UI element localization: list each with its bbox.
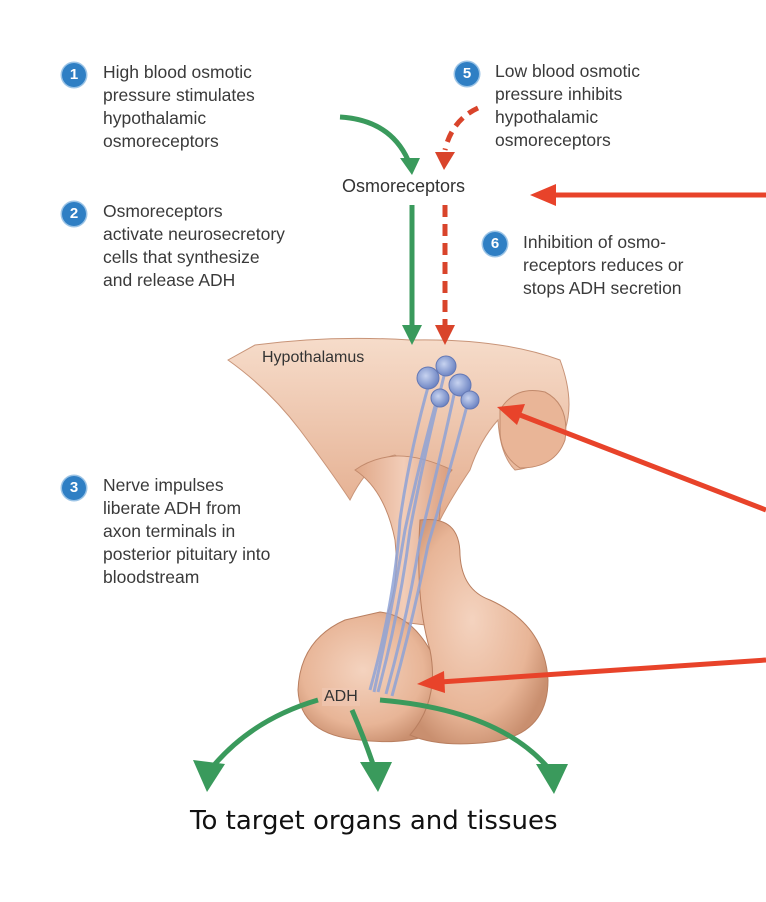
step-5-badge: 5 [455, 62, 479, 86]
pointer-arrowhead-osmoreceptors [530, 184, 556, 206]
stimulate-arrows [193, 114, 568, 794]
anatomy [227, 337, 570, 745]
neurosecretory-cells [416, 355, 480, 410]
step1-arrow [339, 114, 411, 162]
pointer-arrows [417, 184, 766, 693]
anterior-pituitary [409, 518, 549, 745]
step-6-badge: 6 [483, 232, 507, 256]
output-arrow-left [208, 697, 319, 772]
pointer-arrow-hypothalamus [519, 412, 766, 513]
adh-label: ADH [322, 688, 360, 706]
step-6-text: Inhibition of osmo- receptors reduces or… [523, 232, 684, 298]
step-2-badge: 2 [62, 202, 86, 226]
pointer-arrowhead-hypothalamus [497, 404, 525, 425]
step1-arrowhead [400, 158, 420, 175]
output-arrowhead-left [193, 760, 225, 792]
step5-arrowhead [435, 152, 455, 170]
step-3-badge: 3 [62, 476, 86, 500]
pointer-arrow-pituitary [439, 657, 766, 685]
step5-arrow [442, 105, 480, 151]
step-2-text: Osmoreceptors activate neurosecretory ce… [103, 201, 285, 290]
pointer-arrowhead-pituitary [417, 671, 445, 693]
output-arrowhead-right [536, 764, 568, 794]
step6-arrowhead [435, 325, 455, 345]
step-3-text: Nerve impulses liberate ADH from axon te… [103, 475, 271, 587]
osmoreceptors-label: Osmoreceptors [342, 176, 466, 196]
neurosecretory-axons [368, 371, 470, 697]
step-1-text: High blood osmotic pressure stimulates h… [103, 62, 255, 151]
target-organs-caption: To target organs and tissues [190, 806, 558, 836]
hypothalamus-label: Hypothalamus [262, 349, 365, 366]
output-arrow-right [379, 697, 552, 772]
hypothalamus-tissue [227, 337, 570, 522]
output-arrowhead-middle [360, 762, 392, 792]
step2-arrowhead [402, 325, 422, 345]
step-1-badge: 1 [62, 63, 86, 87]
step-5-text: Low blood osmotic pressure inhibits hypo… [495, 61, 640, 150]
inhibit-arrows [435, 105, 480, 345]
